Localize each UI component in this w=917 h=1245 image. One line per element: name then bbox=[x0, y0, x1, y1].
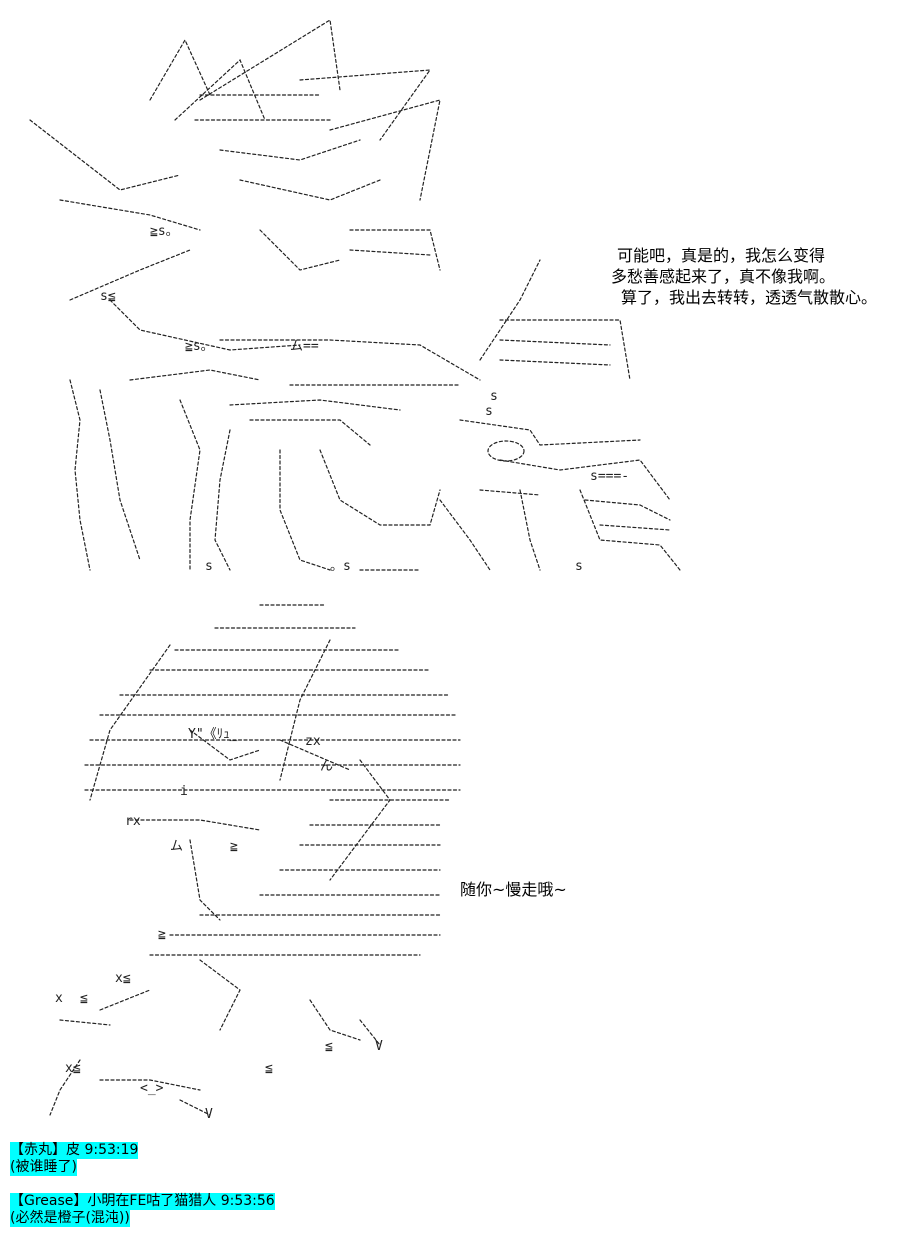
comment-header: 【Grease】小明在FE咕了猫猎人 9:53:56 bbox=[10, 1193, 275, 1210]
svg-text:≦: ≦ bbox=[265, 1061, 273, 1076]
svg-text:V: V bbox=[375, 1039, 383, 1054]
svg-text:s: s bbox=[490, 389, 498, 404]
svg-text:rx: rx bbox=[125, 814, 141, 829]
dialogue-lower-line: 随你~慢走哦~ bbox=[460, 880, 567, 899]
svg-text:≧s。: ≧s。 bbox=[150, 224, 179, 239]
svg-text:ム: ム bbox=[170, 839, 183, 854]
svg-text:i: i bbox=[180, 784, 188, 799]
lower-figure-art: Y"《ﾘｭ_ zx ん i rx ム ≧ ≧ x≦ x ≦ x≦ ≦ ≦ V V… bbox=[49, 604, 461, 1122]
svg-text:≦: ≦ bbox=[325, 1039, 333, 1054]
svg-text:≧s。: ≧s。 bbox=[185, 339, 214, 354]
svg-text:zx: zx bbox=[305, 734, 321, 749]
dialogue-upper: 可能吧，真是的，我怎么变得 多愁善感起来了，真不像我啊。 算了，我出去转转，透透… bbox=[611, 245, 877, 308]
dialogue-upper-line-1: 可能吧，真是的，我怎么变得 bbox=[617, 246, 826, 265]
comment-item-1: 【赤丸】皮 9:53:19 (被谁睡了) bbox=[10, 1142, 275, 1176]
svg-text:ム==: ム== bbox=[290, 339, 319, 354]
comment-body: (被谁睡了) bbox=[10, 1159, 77, 1176]
svg-text:≦: ≦ bbox=[80, 991, 88, 1006]
svg-text:s≦: s≦ bbox=[100, 289, 116, 304]
svg-text:x≦: x≦ bbox=[115, 971, 131, 986]
dialogue-upper-line-3: 算了，我出去转转，透透气散散心。 bbox=[621, 288, 878, 307]
svg-text:s: s bbox=[205, 559, 213, 574]
dialogue-upper-line-2: 多愁善感起来了，真不像我啊。 bbox=[611, 267, 836, 286]
svg-text:≧: ≧ bbox=[230, 839, 238, 854]
svg-text:s: s bbox=[485, 404, 493, 419]
svg-text:ん: ん bbox=[320, 759, 333, 774]
dialogue-lower: 随你~慢走哦~ bbox=[460, 879, 567, 900]
svg-text:s: s bbox=[575, 559, 583, 574]
comment-body: (必然是橙子(混沌)) bbox=[10, 1210, 130, 1227]
comment-item-2: 【Grease】小明在FE咕了猫猎人 9:53:56 (必然是橙子(混沌)) bbox=[10, 1193, 275, 1227]
svg-text:。s: 。s bbox=[330, 559, 351, 574]
svg-text:≧: ≧ bbox=[158, 927, 166, 942]
svg-text:V: V bbox=[205, 1107, 213, 1122]
svg-text:Y"《ﾘｭ_: Y"《ﾘｭ_ bbox=[188, 727, 238, 742]
comment-list: 【赤丸】皮 9:53:19 (被谁睡了) 【Grease】小明在FE咕了猫猎人 … bbox=[10, 1142, 275, 1244]
svg-text:x≦: x≦ bbox=[65, 1061, 81, 1076]
svg-text:x: x bbox=[55, 991, 63, 1006]
svg-text:s===-: s===- bbox=[590, 469, 629, 484]
upper-figure-art: ≧s。 s≦ ≧s。 ム== s s s===- s 。s s bbox=[29, 19, 681, 574]
comment-header: 【赤丸】皮 9:53:19 bbox=[10, 1142, 139, 1159]
svg-text:<_>: <_> bbox=[140, 1081, 164, 1096]
